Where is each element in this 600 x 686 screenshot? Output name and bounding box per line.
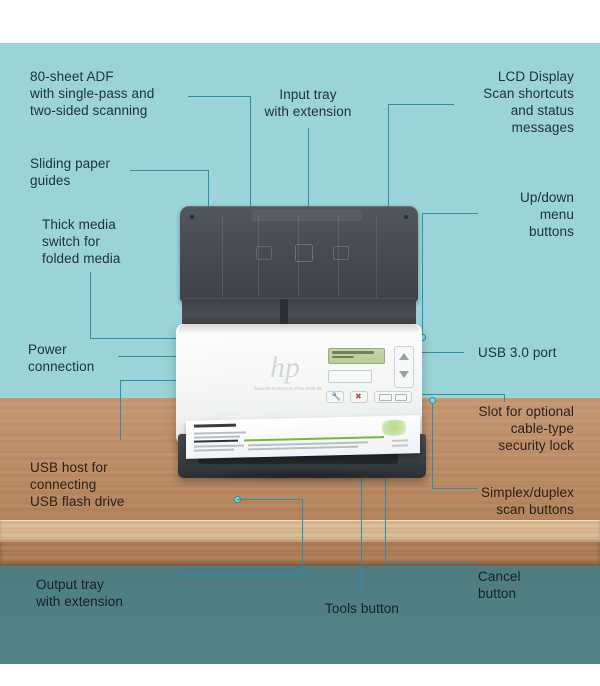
scanner-body-top-shadow [178, 324, 420, 334]
tray-paper-icon-left [256, 246, 272, 260]
duplex-scan-icon[interactable] [394, 393, 407, 401]
document-right-line-2 [392, 444, 408, 447]
document-body-line-2 [248, 445, 358, 450]
callout-sliding-guides-label: Sliding paper guides [30, 156, 111, 188]
lcd-display [328, 348, 385, 364]
document-right-line-1 [392, 439, 408, 442]
cancel-x-icon: ✖ [355, 392, 362, 401]
arrow-down-icon[interactable] [399, 371, 409, 378]
document-line-4 [194, 444, 244, 448]
leader-usbhost-v [120, 380, 121, 440]
leader-lcd-h [388, 104, 454, 105]
leader-adf-v [250, 96, 251, 226]
leader-lock-v [504, 394, 505, 402]
callout-usb-port-label: USB 3.0 port [478, 345, 557, 360]
tools-button[interactable] [326, 391, 344, 403]
leader-output-h [178, 574, 302, 575]
leader-inputtray-v [308, 128, 309, 234]
up-down-menu-buttons[interactable] [394, 346, 414, 388]
arrow-up-icon[interactable] [399, 353, 409, 360]
simplex-scan-icon[interactable] [379, 393, 392, 401]
leader-tools-v [361, 400, 362, 592]
leader-thick-h [90, 338, 222, 339]
leader-updown-h [422, 213, 478, 214]
leader-updown-v [422, 213, 423, 337]
leader-usbhost-h [120, 380, 230, 381]
paper-guide-center-divider [280, 299, 288, 329]
leader-usbport-h [400, 352, 464, 353]
callout-security-lock-label: Slot for optional cable-type security lo… [478, 404, 574, 453]
document-line-1 [194, 431, 246, 435]
callout-power-label: Power connection [28, 342, 95, 374]
leader-simplex-h [432, 488, 478, 489]
callout-adf-label: 80-sheet ADF with single-pass and two-si… [30, 69, 155, 118]
leader-lock-h [400, 394, 504, 395]
callout-output-tray-label: Output tray with extension [36, 577, 123, 609]
document-header-bar [194, 423, 236, 428]
leader-output-v [302, 500, 303, 574]
leader-output-h2 [237, 499, 303, 500]
leader-simplex-v [432, 400, 433, 488]
tray-screw-left [190, 215, 194, 219]
scan-shortcut-field[interactable] [328, 370, 372, 383]
leader-dot-simplex [429, 397, 436, 404]
device-model-text: ScanJet Enterprise Flow 5000 s5 [254, 386, 322, 391]
wrench-icon: 🔧 [331, 392, 341, 401]
callout-simplex-duplex-label: Simplex/duplex scan buttons [481, 485, 574, 517]
tray-seam-2 [258, 216, 259, 300]
tray-seam-5 [376, 216, 377, 300]
scan-icon-group [379, 393, 407, 401]
scanner-device: hp ScanJet Enterprise Flow 5000 s5 🔧 ✖ [168, 206, 432, 526]
tray-seam-1 [222, 216, 223, 300]
document-line-5 [194, 448, 234, 452]
background-lower-teal [0, 566, 600, 664]
wood-desk-front-face [0, 542, 600, 566]
top-margin [0, 0, 600, 43]
leader-power-h [118, 356, 232, 357]
lcd-text-line-2 [332, 355, 354, 358]
callout-input-tray-label: Input tray with extension [264, 87, 352, 119]
hp-logo: hp [270, 351, 300, 384]
callout-usb-host-label: USB host for connecting USB flash drive [30, 460, 125, 509]
wood-desk-edge-highlight [0, 520, 600, 542]
bottom-margin [0, 664, 600, 686]
leader-thick-v [90, 272, 91, 338]
document-line-2 [194, 435, 240, 439]
lcd-text-line-1 [332, 351, 375, 354]
scanned-document-page [186, 415, 420, 459]
callout-thick-media-label: Thick media switch for folded media [42, 217, 121, 266]
callout-lcd-label: LCD Display Scan shortcuts and status me… [483, 69, 574, 135]
leader-adf-h [188, 96, 250, 97]
tray-paper-icon-right [333, 246, 349, 260]
tray-paper-icon-center [295, 244, 313, 262]
automatic-document-feeder-tray [180, 206, 418, 302]
document-watermark [378, 419, 410, 437]
callout-tools-button-label: Tools button [325, 601, 399, 616]
leader-cancel-h [385, 562, 477, 563]
tray-screw-right [404, 215, 408, 219]
callout-cancel-button-label: Cancel button [478, 569, 521, 601]
leader-guides-h [130, 170, 208, 171]
cancel-button[interactable] [350, 391, 368, 403]
tray-seam-4 [338, 216, 339, 300]
callout-updown-label: Up/down menu buttons [520, 190, 574, 239]
adf-tray-lip [252, 209, 362, 221]
document-line-3 [194, 439, 238, 443]
tray-seam-3 [298, 216, 299, 300]
leader-cancel-v [385, 400, 386, 562]
device-drop-shadow [170, 468, 432, 482]
